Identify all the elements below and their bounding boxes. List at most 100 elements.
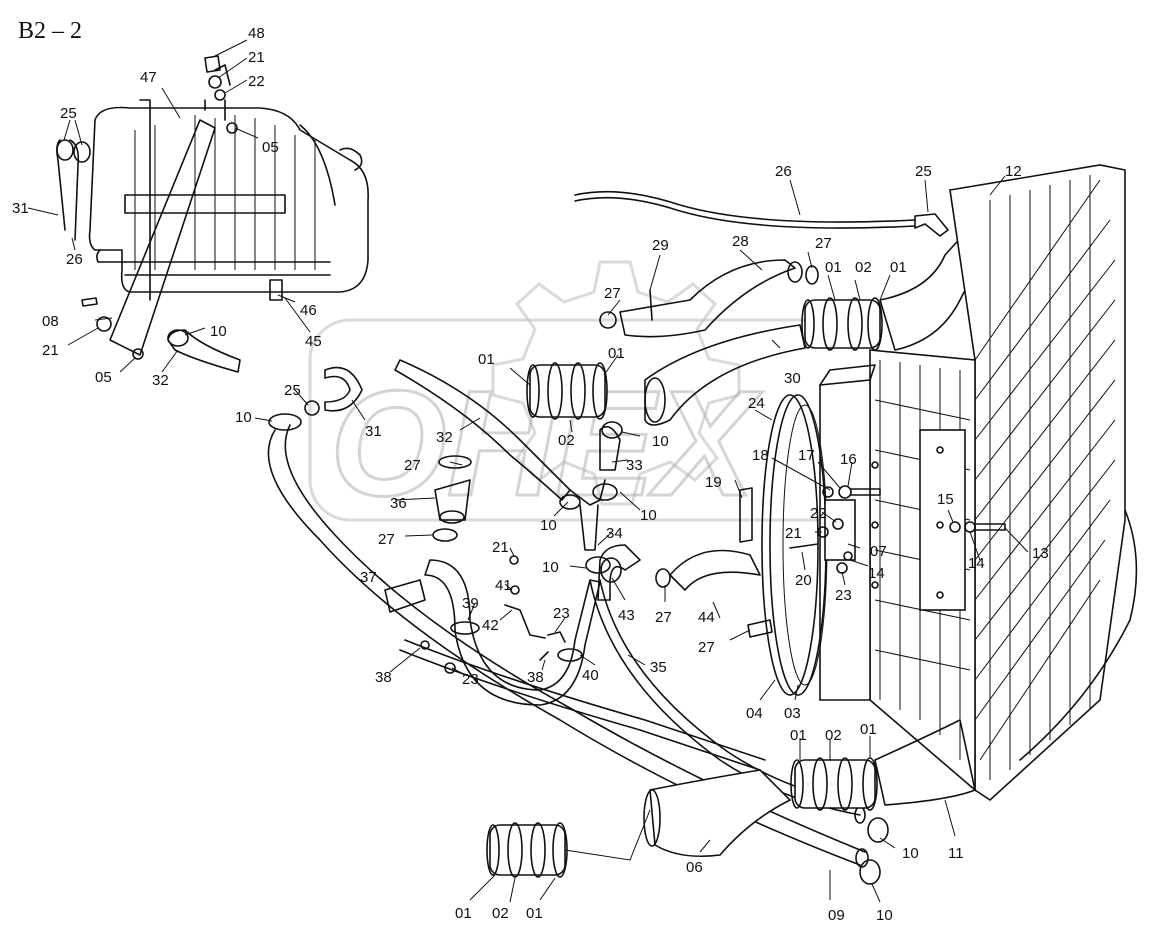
callout-label: 22 <box>810 505 827 522</box>
callout-label: 01 <box>608 345 625 362</box>
fan-shroud <box>761 364 876 701</box>
callout-label: 34 <box>606 525 623 542</box>
callout-label: 10 <box>640 507 657 524</box>
callout-label: 02 <box>825 727 842 744</box>
callout-label: 29 <box>652 237 669 254</box>
callout-label: 48 <box>248 25 265 42</box>
callout-label: 09 <box>828 907 845 924</box>
upper-coupling <box>801 199 1011 351</box>
callout-label: 07 <box>870 543 887 560</box>
callout-label: 25 <box>915 163 932 180</box>
hose-31-center <box>304 366 363 416</box>
pipe-lower-left <box>399 639 766 771</box>
callout-label: 42 <box>482 617 499 634</box>
callout-label: 39 <box>462 595 479 612</box>
callout-label: 32 <box>436 429 453 446</box>
callout-label: 20 <box>795 572 812 589</box>
callout-label: 45 <box>305 333 322 350</box>
callout-label: 23 <box>553 605 570 622</box>
callout-label: 10 <box>210 323 227 340</box>
callout-label: 10 <box>876 907 893 924</box>
callout-label: 41 <box>495 577 512 594</box>
callout-label: 27 <box>698 639 715 656</box>
callout-label: 44 <box>698 609 715 626</box>
callout-label: 37 <box>360 569 377 586</box>
callout-label: 16 <box>840 451 857 468</box>
shroud-fasteners <box>739 485 1006 574</box>
callout-label: 14 <box>868 565 885 582</box>
hose-43 <box>585 544 641 601</box>
callout-label: 11 <box>948 845 964 862</box>
y-pipe-33 <box>559 421 623 551</box>
diagram-title: B2 – 2 <box>18 18 82 44</box>
hose-39 <box>424 559 601 706</box>
callout-label: 01 <box>790 727 807 744</box>
overflow-pipe <box>574 190 949 237</box>
small-fasteners <box>420 555 566 674</box>
callout-label: 32 <box>152 372 169 389</box>
bottom-coupling <box>486 822 568 878</box>
callout-label: 12 <box>1005 163 1022 180</box>
callout-label: 31 <box>12 200 29 217</box>
callout-label: 10 <box>652 433 669 450</box>
callout-label: 26 <box>66 251 83 268</box>
callout-label: 35 <box>650 659 667 676</box>
callout-label: 01 <box>860 721 877 738</box>
intercooler-hose-30 <box>644 324 806 426</box>
callout-label: 27 <box>404 457 421 474</box>
mid-coupling <box>526 362 608 420</box>
upper-hose <box>599 259 819 338</box>
callout-label: 18 <box>752 447 769 464</box>
elbow-06 <box>643 769 792 858</box>
callout-label: 40 <box>582 667 599 684</box>
callout-label: 38 <box>375 669 392 686</box>
callout-label: 23 <box>835 587 852 604</box>
callout-label: 10 <box>540 517 557 534</box>
callout-label: 01 <box>526 905 543 922</box>
callout-label: 26 <box>775 163 792 180</box>
callout-label: 36 <box>390 495 407 512</box>
clamp-10-left <box>268 413 302 431</box>
callout-label: 47 <box>140 69 157 86</box>
hose-36 <box>432 455 472 542</box>
callout-label: 15 <box>937 491 954 508</box>
callout-label: 01 <box>890 259 907 276</box>
leader-lines <box>27 39 1029 903</box>
callout-labels: 48 21 22 47 25 05 31 26 08 21 46 45 10 0… <box>12 25 1049 924</box>
callout-label: 13 <box>1032 545 1049 562</box>
callout-label: 06 <box>686 859 703 876</box>
callout-label: 02 <box>855 259 872 276</box>
callout-label: 03 <box>784 705 801 722</box>
callout-label: 01 <box>825 259 842 276</box>
callout-label: 27 <box>815 235 832 252</box>
radiator <box>869 164 1138 802</box>
callout-label: 25 <box>60 105 77 122</box>
callout-label: 01 <box>478 351 495 368</box>
callout-label: 21 <box>785 525 802 542</box>
callout-label: 21 <box>492 539 509 556</box>
callout-label: 21 <box>42 342 59 359</box>
callout-label: 23 <box>462 671 479 688</box>
callout-label: 04 <box>746 705 763 722</box>
hose-44 <box>655 549 773 638</box>
callout-label: 10 <box>902 845 919 862</box>
lower-coupling <box>790 719 976 811</box>
callout-label: 21 <box>248 49 265 66</box>
callout-label: 27 <box>655 609 672 626</box>
callout-label: 38 <box>527 669 544 686</box>
callout-label: 28 <box>732 233 749 250</box>
callout-label: 05 <box>262 139 279 156</box>
callout-label: 02 <box>558 432 575 449</box>
callout-label: 46 <box>300 302 317 319</box>
callout-label: 30 <box>784 370 801 387</box>
expansion-tank <box>88 64 369 356</box>
callout-label: 31 <box>365 423 382 440</box>
callout-label: 10 <box>235 409 252 426</box>
callout-label: 22 <box>248 73 265 90</box>
callout-label: 08 <box>42 313 59 330</box>
callout-label: 05 <box>95 369 112 386</box>
callout-label: 17 <box>798 447 815 464</box>
callout-label: 14 <box>968 555 985 572</box>
